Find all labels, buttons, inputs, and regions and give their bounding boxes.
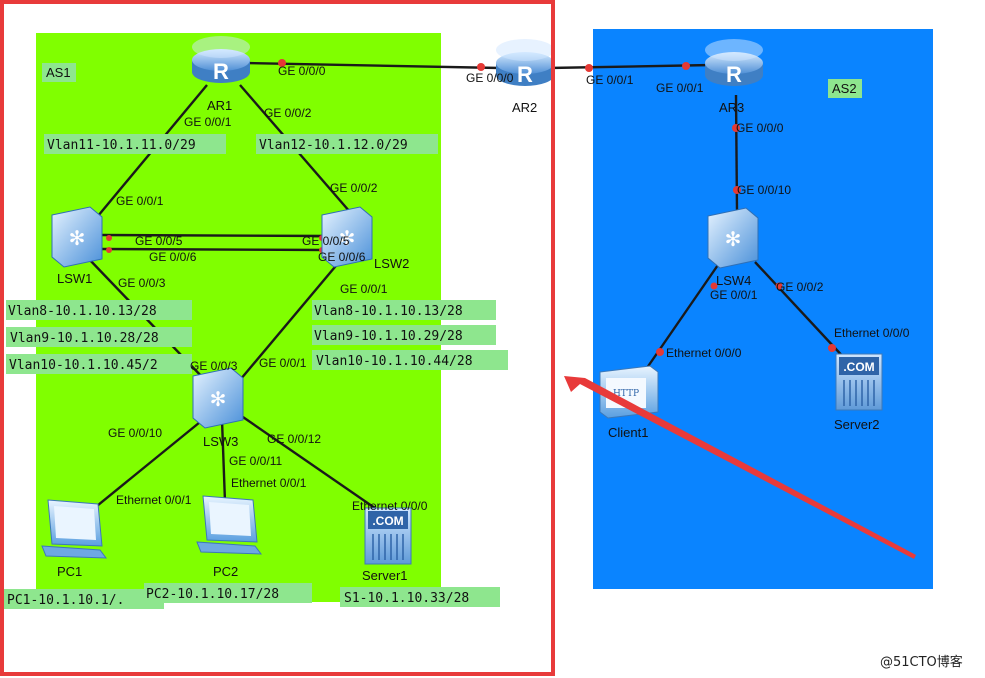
link-lsw4-client1: [639, 261, 721, 379]
network-label: Vlan9-10.1.10.29/28: [314, 329, 463, 344]
port-label: GE 0/0/11: [229, 454, 282, 468]
network-label: Vlan9-10.1.10.28/28: [10, 331, 159, 346]
watermark: @51CTO博客: [880, 654, 963, 670]
port-label: GE 0/0/2: [264, 106, 312, 120]
as2-label: AS2: [832, 81, 857, 96]
switch-lsw1[interactable]: ✻: [51, 206, 103, 268]
port-label: GE 0/0/3: [118, 276, 166, 290]
server1-name: Server1: [362, 568, 408, 583]
svg-text:R: R: [213, 59, 229, 84]
port-label: GE 0/0/12: [267, 432, 321, 446]
network-label: Vlan11-10.1.11.0/29: [47, 138, 196, 153]
link-lsw3-pc1: [91, 417, 206, 511]
network-label: Vlan12-10.1.12.0/29: [259, 138, 408, 153]
network-label: PC2-10.1.10.17/28: [146, 587, 279, 602]
port-label: GE 0/0/3: [190, 359, 238, 373]
switch-lsw3[interactable]: ✻: [192, 367, 244, 429]
annotation-arrow: [564, 376, 916, 559]
link-lsw1-lsw2-b: [99, 247, 331, 252]
ar3-name: AR3: [719, 100, 744, 115]
lsw2-name: LSW2: [374, 256, 409, 271]
svg-text:✻: ✻: [210, 387, 227, 411]
network-label: Vlan10-10.1.10.45/2: [9, 358, 158, 373]
switch-lsw4[interactable]: ✻: [707, 207, 759, 269]
svg-text:R: R: [726, 62, 742, 87]
port-label: GE 0/0/5: [302, 234, 350, 248]
port-label: GE 0/0/1: [656, 81, 704, 95]
svg-text:✻: ✻: [725, 227, 742, 251]
lsw1-name: LSW1: [57, 271, 92, 286]
link-lsw1-lsw2-a: [99, 233, 331, 238]
port-label: GE 0/0/2: [330, 181, 378, 195]
server2-name: Server2: [834, 417, 880, 432]
pc2-name: PC2: [213, 564, 238, 579]
port-label: Ethernet 0/0/1: [231, 476, 307, 490]
port-label: GE 0/0/10: [737, 183, 791, 197]
network-label: PC1-10.1.10.1/.: [7, 593, 124, 608]
port-labels: GE 0/0/0 GE 0/0/0 GE 0/0/1 GE 0/0/1 GE 0…: [108, 64, 910, 513]
port-label: GE 0/0/1: [586, 73, 634, 87]
port-label: GE 0/0/1: [710, 288, 758, 302]
client1-name: Client1: [608, 425, 648, 440]
server-server1[interactable]: .COM: [364, 507, 412, 565]
port-label: Ethernet 0/0/1: [116, 493, 192, 507]
svg-text:R: R: [517, 62, 533, 87]
ar2-name: AR2: [512, 100, 537, 115]
port-label: GE 0/0/1: [340, 282, 388, 296]
port-label: GE 0/0/6: [318, 250, 366, 264]
pc1-name: PC1: [57, 564, 82, 579]
port-label: GE 0/0/1: [184, 115, 232, 129]
network-label: Vlan8-10.1.10.13/28: [314, 304, 463, 319]
router-ar3[interactable]: R: [705, 39, 763, 87]
port-label: GE 0/0/5: [135, 234, 183, 248]
switch-lsw2[interactable]: ✻: [321, 206, 373, 268]
highlight-box: [0, 0, 555, 676]
pc-pc2[interactable]: [196, 495, 263, 555]
network-labels: Vlan11-10.1.11.0/29 Vlan12-10.1.12.0/29 …: [7, 138, 473, 608]
svg-text:HTTP: HTTP: [613, 389, 639, 399]
router-ar2[interactable]: R: [496, 39, 554, 87]
port-label: GE 0/0/0: [736, 121, 784, 135]
server-server2[interactable]: .COM: [835, 353, 883, 411]
network-label: Vlan8-10.1.10.13/28: [8, 304, 157, 319]
lsw4-name: LSW4: [716, 273, 751, 288]
link-ar1-lsw1: [87, 84, 208, 229]
port-label: GE 0/0/1: [116, 194, 164, 208]
svg-text:.COM: .COM: [372, 514, 403, 528]
svg-text:.COM: .COM: [843, 360, 874, 374]
svg-text:✻: ✻: [69, 226, 86, 250]
port-label: Ethernet 0/0/0: [834, 326, 910, 340]
lsw3-name: LSW3: [203, 434, 238, 449]
link-ar1-ar2: [244, 61, 501, 70]
ar1-name: AR1: [207, 98, 232, 113]
link-lsw2-lsw3: [239, 254, 346, 381]
port-label: GE 0/0/2: [776, 280, 824, 294]
port-label: GE 0/0/6: [149, 250, 197, 264]
port-label: GE 0/0/10: [108, 426, 162, 440]
link-lsw3-pc2: [220, 419, 227, 503]
links: [87, 61, 849, 516]
as1-label: AS1: [46, 65, 71, 80]
network-label: Vlan10-10.1.10.44/28: [316, 354, 473, 369]
router-ar1[interactable]: R: [192, 36, 250, 84]
port-label: GE 0/0/0: [278, 64, 326, 78]
port-label: GE 0/0/0: [466, 71, 514, 85]
pc-pc1[interactable]: [41, 499, 108, 559]
port-label: GE 0/0/1: [259, 356, 307, 370]
port-label: Ethernet 0/0/0: [666, 346, 742, 360]
network-label: S1-10.1.10.33/28: [344, 591, 469, 606]
svg-text:✻: ✻: [339, 226, 356, 250]
as2-zone: [593, 29, 933, 589]
link-lsw3-server1: [239, 414, 386, 516]
port-label: Ethernet 0/0/0: [352, 499, 428, 513]
label-backgrounds: [4, 63, 862, 609]
